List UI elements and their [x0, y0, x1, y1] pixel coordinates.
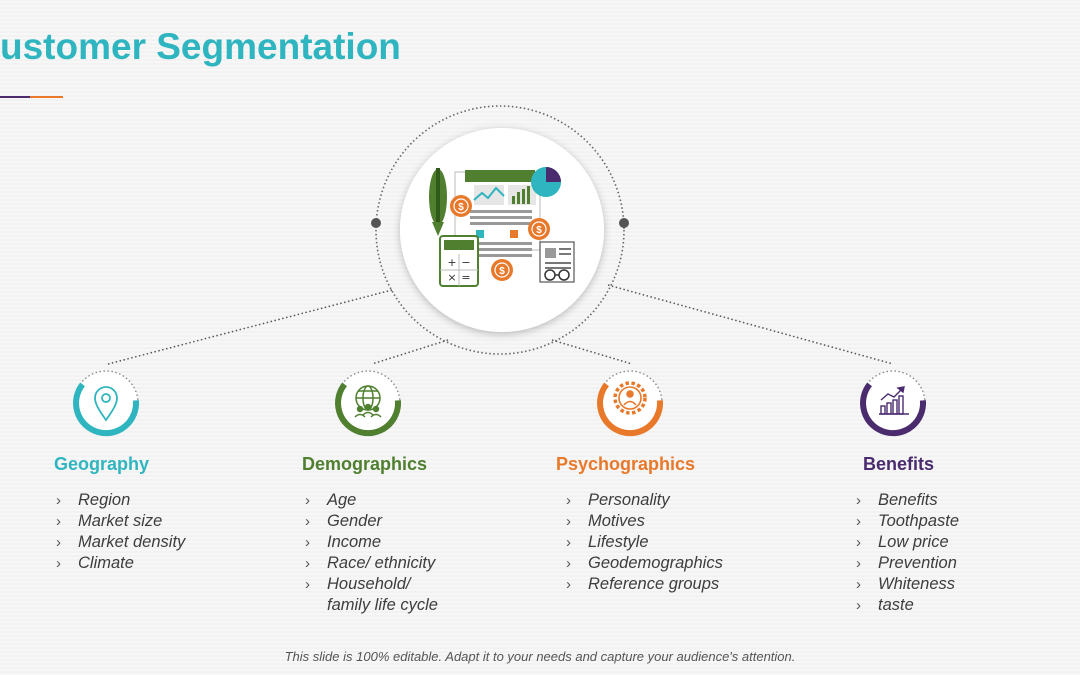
heading-benefits: Benefits	[863, 454, 935, 474]
page-title: ustomer Segmentation	[0, 26, 401, 67]
list-item: ›Race/ ethnicity	[305, 554, 436, 572]
footer-note: This slide is 100% editable. Adapt it to…	[284, 649, 796, 664]
svg-text:×: ×	[447, 271, 456, 284]
list-item: ›Personality	[566, 491, 670, 509]
list-item: ›Reference groups	[566, 575, 720, 593]
connector-benefits	[607, 284, 894, 365]
list-item: ›Age	[305, 491, 357, 509]
list-item: ›Motives	[566, 512, 645, 530]
segment-badge-benefits	[860, 370, 926, 437]
list-item: ›Benefits	[856, 491, 938, 509]
list-item: ›Toothpaste	[856, 512, 960, 530]
coin-icon: $	[450, 195, 472, 217]
segment-badge-demographics	[335, 370, 401, 437]
connector-lines	[107, 284, 894, 365]
connector-demographics	[371, 339, 449, 365]
connector-psychographics	[551, 339, 633, 365]
list-item: ›taste	[856, 596, 914, 614]
list-geography: ›Region ›Market size ›Market density ›Cl…	[56, 490, 185, 574]
list-item: ›Income	[305, 533, 382, 551]
svg-text:+: +	[447, 256, 456, 269]
svg-text:−: −	[461, 256, 470, 269]
svg-text:$: $	[499, 266, 505, 277]
ring-node-right	[619, 218, 629, 228]
heading-demographics: Demographics	[302, 454, 428, 474]
coin-icon: $	[491, 259, 513, 281]
list-item: ›Climate	[56, 554, 134, 572]
title-underline-dark	[0, 96, 30, 98]
connector-geography	[107, 289, 393, 365]
list-item: ›Gender	[305, 512, 383, 530]
segment-badge-psychographics	[597, 370, 663, 437]
svg-text:$: $	[458, 202, 464, 213]
list-item: ›Household/ family life cycle	[305, 575, 438, 614]
center-outer-ring	[375, 105, 625, 355]
globe-people-icon	[354, 385, 382, 418]
finance-analytics-icon: $ $ $ + − × =	[429, 167, 575, 287]
list-item: ›Prevention	[856, 554, 957, 572]
growth-chart-icon	[879, 386, 909, 415]
list-item: ›Geodemographics	[566, 554, 723, 572]
list-psychographics: ›Personality ›Motives ›Lifestyle ›Geodem…	[566, 490, 723, 595]
title-underline-orange	[30, 96, 63, 98]
heading-psychographics: Psychographics	[556, 454, 696, 474]
ring-node-left	[371, 218, 381, 228]
list-item: ›Low price	[856, 533, 949, 551]
list-item: ›Lifestyle	[566, 533, 649, 551]
svg-text:=: =	[461, 271, 470, 284]
heading-geography: Geography	[54, 454, 150, 474]
coin-icon: $	[528, 218, 550, 240]
list-item: ›Market size	[56, 512, 163, 530]
list-demographics: ›Age ›Gender ›Income ›Race/ ethnicity ›H…	[305, 490, 438, 616]
segment-badge-geography	[73, 370, 139, 437]
gear-person-icon	[613, 381, 647, 415]
svg-text:$: $	[536, 225, 542, 236]
list-item: ›Whiteness	[856, 575, 956, 593]
list-benefits: ›Benefits ›Toothpaste ›Low price ›Preven…	[856, 490, 959, 616]
list-item: ›Region	[56, 491, 131, 509]
list-item: ›Market density	[56, 533, 186, 551]
location-pin-icon	[94, 386, 118, 422]
